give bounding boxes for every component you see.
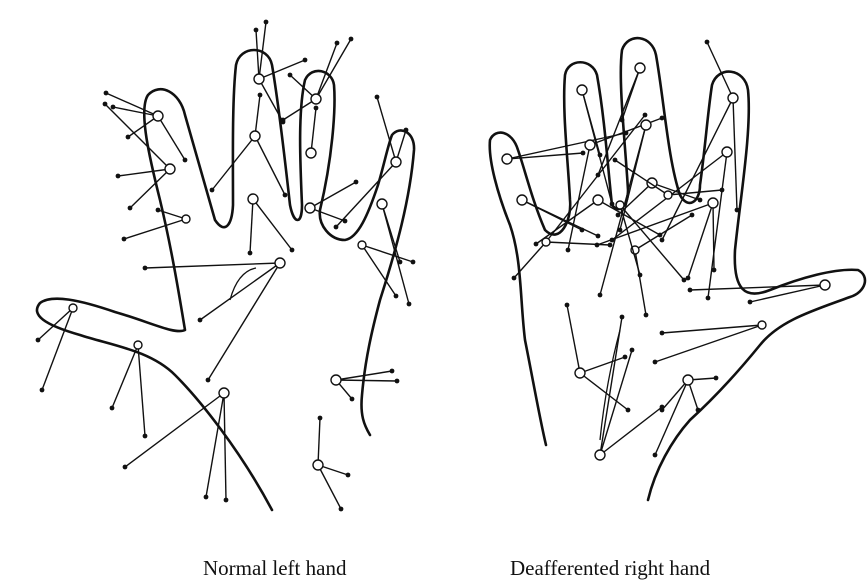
deafferented-right-hand-drawing [490, 38, 865, 500]
right-hand-outline [490, 38, 865, 500]
caption-deafferented-right-hand: Deafferented right hand [510, 556, 710, 581]
right-hand-vectors [502, 40, 830, 460]
caption-normal-left-hand: Normal left hand [203, 556, 346, 581]
normal-left-hand-drawing [36, 20, 416, 512]
left-hand-vectors [36, 20, 416, 512]
